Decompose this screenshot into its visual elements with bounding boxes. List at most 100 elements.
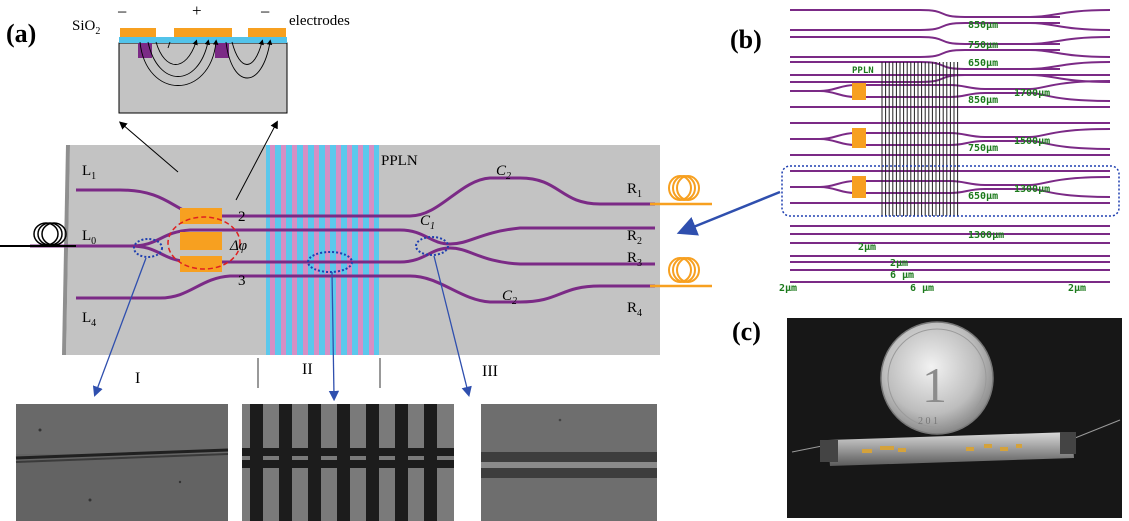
mask-mzi-arm bbox=[819, 186, 1111, 198]
ppln-domain bbox=[325, 145, 330, 355]
electrodes-label: electrodes bbox=[289, 13, 350, 29]
ppln-domain bbox=[292, 145, 297, 355]
mask-coupler-line bbox=[919, 36, 966, 45]
packaged-device bbox=[828, 432, 1074, 466]
region-ii-arrow bbox=[328, 271, 340, 402]
port-l1-label: L1 bbox=[82, 163, 96, 182]
device-electrode-pads bbox=[862, 444, 1022, 453]
dim-label-7: 1500μm bbox=[1014, 136, 1050, 147]
mask-coupler-line bbox=[919, 22, 966, 31]
mask-coupler-line bbox=[919, 61, 966, 70]
bottom-label-left: 2μm bbox=[779, 283, 797, 294]
ppln-domain bbox=[314, 145, 319, 355]
region-iii-marker bbox=[415, 236, 449, 256]
arm-3-label: 3 bbox=[238, 273, 246, 289]
port-r1-label: R1 bbox=[627, 181, 642, 200]
sio2-buffer-layer bbox=[119, 37, 287, 43]
mask-electrode-1 bbox=[852, 83, 866, 100]
mask-mzi-arm bbox=[790, 80, 1111, 92]
port-r3-label: R3 bbox=[627, 250, 642, 269]
mask-electrode-2 bbox=[852, 128, 866, 148]
mask-coupler-line bbox=[1029, 36, 1111, 45]
region-i-label: I bbox=[135, 370, 140, 387]
mask-mzi-arm bbox=[819, 90, 1111, 102]
device-fiber-mount-left bbox=[820, 440, 838, 462]
electrode-center bbox=[174, 28, 232, 37]
electrode-left bbox=[120, 28, 156, 37]
coin-numeral: 1 bbox=[922, 357, 947, 413]
fiber-left bbox=[791, 445, 823, 453]
ppln-label: PPLN bbox=[381, 153, 418, 169]
micrograph-waveguide bbox=[242, 460, 454, 468]
mask-highlight-box bbox=[781, 165, 1120, 217]
ppln-grating bbox=[266, 145, 379, 355]
micrograph-waveguide bbox=[242, 448, 454, 456]
region-iii-arrow bbox=[433, 255, 472, 398]
inset-pointer-arrow-left bbox=[118, 121, 179, 173]
chip-electrode-middle bbox=[180, 232, 222, 250]
region-iii-label: III bbox=[482, 363, 498, 380]
mask-coupler-line bbox=[919, 9, 966, 18]
fiber-coil-left bbox=[33, 222, 67, 246]
chip-electrode-top bbox=[180, 208, 222, 224]
ppln-domain bbox=[303, 145, 308, 355]
fiber-coil-r1 bbox=[668, 175, 700, 201]
port-l4-label: L4 bbox=[82, 310, 96, 329]
port-r4-label: R4 bbox=[627, 300, 642, 319]
dim-label-13: 6 μm bbox=[890, 270, 914, 281]
micrograph-region-ii bbox=[242, 404, 454, 521]
electrode-cross-section-inset: SiO2 − + − electrodes bbox=[72, 1, 350, 114]
coin-rim bbox=[887, 328, 987, 428]
mask-coupler-line bbox=[1029, 61, 1111, 70]
dim-label-5: 1700μm bbox=[1014, 88, 1050, 99]
panel-a: (a) SiO2 − + − electrodes bbox=[0, 1, 712, 521]
region-ii-label: II bbox=[302, 361, 313, 378]
device-fiber-mount-right bbox=[1060, 432, 1076, 454]
panel-b: (b) PPLN 850μm 750μm 650μm 850μm 1700μm … bbox=[676, 9, 1120, 294]
coupler-c2-bottom-label: C2 bbox=[502, 288, 517, 307]
ppln-domain bbox=[358, 145, 363, 355]
region-i-arrow bbox=[92, 257, 147, 397]
dim-label-8: 650μm bbox=[968, 191, 998, 202]
micrograph-region-iii bbox=[481, 404, 657, 521]
mask-electrode-3 bbox=[852, 176, 866, 198]
port-l0-label: L0 bbox=[82, 228, 96, 247]
panel-b-to-a-arrow bbox=[676, 190, 781, 236]
inset-pointer-arrow-right bbox=[235, 120, 278, 201]
coin bbox=[880, 321, 994, 435]
chip-edge bbox=[62, 145, 70, 355]
panel-b-label: (b) bbox=[730, 25, 762, 54]
ppln-domain bbox=[347, 145, 352, 355]
region-ii-marker bbox=[307, 251, 353, 273]
mask-mzi-arm bbox=[790, 128, 1111, 140]
dim-label-6: 750μm bbox=[968, 143, 998, 154]
waveguide-l1-path bbox=[76, 176, 655, 218]
minus-left-sign: − bbox=[117, 2, 127, 22]
electrode-right bbox=[248, 28, 286, 37]
dim-label-10: 1300μm bbox=[968, 230, 1004, 241]
mask-dimension-labels: 850μm 750μm 650μm 850μm 1700μm 750μm 150… bbox=[779, 20, 1086, 294]
dim-label-12: 2μm bbox=[890, 258, 908, 269]
ppln-domain bbox=[281, 145, 286, 355]
minus-right-sign: − bbox=[260, 2, 270, 22]
dim-label-1: 850μm bbox=[968, 20, 998, 31]
waveguide-core-right bbox=[215, 43, 229, 58]
panel-c-label: (c) bbox=[732, 317, 761, 346]
bottom-label-right: 2μm bbox=[1068, 283, 1086, 294]
coin-year: 2 0 1 bbox=[918, 416, 938, 427]
arm-2-label: 2 bbox=[238, 209, 246, 225]
ppln-domain bbox=[369, 145, 374, 355]
micrograph-region-i bbox=[15, 404, 229, 521]
panel-c: (c) 1 2 0 1 bbox=[732, 317, 1122, 518]
sio2-label: SiO2 bbox=[72, 18, 100, 37]
dim-label-9: 1300μm bbox=[1014, 184, 1050, 195]
waveguide-core-left bbox=[138, 43, 152, 58]
ppln-domain bbox=[270, 145, 275, 355]
mask-ppln-label: PPLN bbox=[852, 66, 874, 76]
port-r2-label: R2 bbox=[627, 228, 642, 247]
fiber-right bbox=[1069, 419, 1121, 441]
field-lines bbox=[139, 39, 273, 86]
region-i-marker bbox=[133, 238, 163, 258]
mask-layout-ppln-grating bbox=[881, 62, 959, 216]
